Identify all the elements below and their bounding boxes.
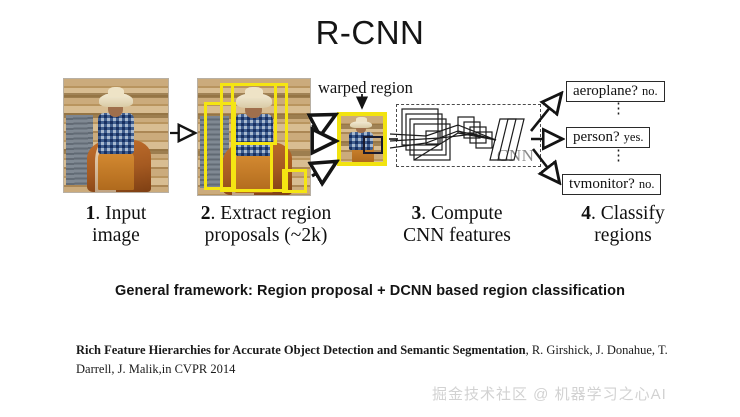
step-text-line1: . Extract region xyxy=(210,203,332,224)
input-image-photo xyxy=(63,78,169,193)
page-title: R-CNN xyxy=(315,14,425,51)
citation-authors: , R. Girshick, J. Donahue, T. Darrell, J… xyxy=(76,343,668,376)
cowboy-hat-crown xyxy=(107,86,125,98)
step-number: 1 xyxy=(85,203,96,224)
proposals-to-warped-arrows xyxy=(312,116,334,176)
step-text-line1: . Input xyxy=(95,203,147,224)
paper-citation: Rich Feature Hierarchies for Accurate Ob… xyxy=(76,341,676,379)
classification-answer-label: yes. xyxy=(623,130,644,144)
step-text-line2: regions xyxy=(594,225,652,247)
cowboy-hat-crown xyxy=(356,117,368,123)
region-proposal-box xyxy=(220,83,288,192)
citation-title: Rich Feature Hierarchies for Accurate Ob… xyxy=(76,343,526,357)
step-text-line1: . Compute xyxy=(421,203,503,224)
rider-chaps xyxy=(234,153,274,193)
step-text-line1: . Classify xyxy=(591,203,665,224)
region-proposals-photo xyxy=(197,78,311,196)
warped-inner-box xyxy=(363,136,383,154)
classification-answer-label: no. xyxy=(638,177,655,191)
vertical-ellipsis: ⋮ xyxy=(611,148,626,164)
region-proposal-box xyxy=(282,169,307,193)
step-number: 2 xyxy=(200,203,211,224)
step-number: 4 xyxy=(581,203,592,224)
step-text-line2: CNN features xyxy=(403,225,511,247)
classification-class-label: aeroplane? xyxy=(573,83,638,99)
classification-result-box: aeroplane? no. xyxy=(566,81,665,102)
vertical-ellipsis: ⋮ xyxy=(611,101,626,117)
cnn-label: CNN xyxy=(497,146,535,165)
photo-scene xyxy=(341,116,383,162)
step-caption-2: 2. Extract region proposals (~2k) xyxy=(176,203,356,248)
classification-class-label: person? xyxy=(573,129,620,145)
classification-class-label: tvmonitor? xyxy=(569,176,635,192)
rider-plaid-shirt xyxy=(234,113,274,156)
step-caption-1: 1. Input image xyxy=(56,203,176,248)
photo-scene xyxy=(64,79,168,192)
step-caption-3: 3. Compute CNN features xyxy=(372,203,542,248)
rider-face xyxy=(356,125,367,134)
rider-chaps xyxy=(98,151,134,190)
warped-region-photo xyxy=(337,112,387,166)
watermark: 掘金技术社区 @ 机器学习之心AI xyxy=(432,386,667,403)
step-caption-4: 4. Classify regions xyxy=(548,203,698,248)
cowboy-hat-brim xyxy=(350,120,373,128)
step-text-line2: proposals (~2k) xyxy=(204,225,328,247)
cowboy-hat-crown xyxy=(245,87,263,98)
step-number: 3 xyxy=(411,203,422,224)
warped-region-label: warped region xyxy=(318,78,413,97)
step-text-line2: image xyxy=(92,225,140,247)
general-framework-text: General framework: Region proposal + DCN… xyxy=(114,283,626,299)
classification-answer-label: no. xyxy=(641,84,658,98)
classification-result-box: person? yes. xyxy=(566,127,651,148)
classification-result-box: tvmonitor? no. xyxy=(562,174,662,195)
rider-plaid-shirt xyxy=(98,112,134,154)
